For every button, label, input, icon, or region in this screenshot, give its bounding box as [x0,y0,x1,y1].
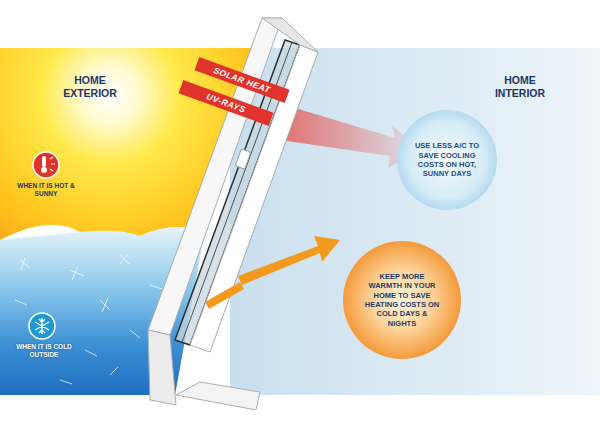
frost-crystals [15,254,162,384]
thermometer-symbol [42,156,46,167]
thermometer-bulb [41,167,47,173]
circle-text: USE LESS A/C TO SAVE COOLING COSTS ON HO… [414,141,480,179]
region-heading: HOME INTERIOR [482,74,558,99]
cold-icon [29,313,55,339]
frame-foot [148,330,176,405]
sash-lock [235,149,251,169]
condition-caption: WHEN IT IS COLD OUTSIDE [9,343,79,359]
circle-fill [397,110,497,210]
warmth-bar [205,282,244,309]
text-holder: USE LESS A/C TO SAVE COOLING COSTS ON HO… [414,141,480,179]
hot-icon [33,152,59,178]
warmth-arrow [238,236,340,285]
cooling-circle: USE LESS A/C TO SAVE COOLING COSTS ON HO… [397,110,497,210]
region-heading: HOME EXTERIOR [52,74,128,99]
snowflake-symbol [35,318,49,334]
frame-top [262,18,318,52]
heating-circle: KEEP MORE WARMTH IN YOUR HOME TO SAVE HE… [343,241,461,359]
text-holder: KEEP MORE WARMTH IN YOUR HOME TO SAVE HE… [363,272,441,328]
window-sill [176,382,260,410]
circle-fill [343,241,461,359]
circle-text: KEEP MORE WARMTH IN YOUR HOME TO SAVE HE… [363,272,441,328]
heat-rays-symbol [50,157,55,171]
double-glass [175,40,300,345]
condition-caption: WHEN IT IS HOT & SUNNY [13,182,79,198]
